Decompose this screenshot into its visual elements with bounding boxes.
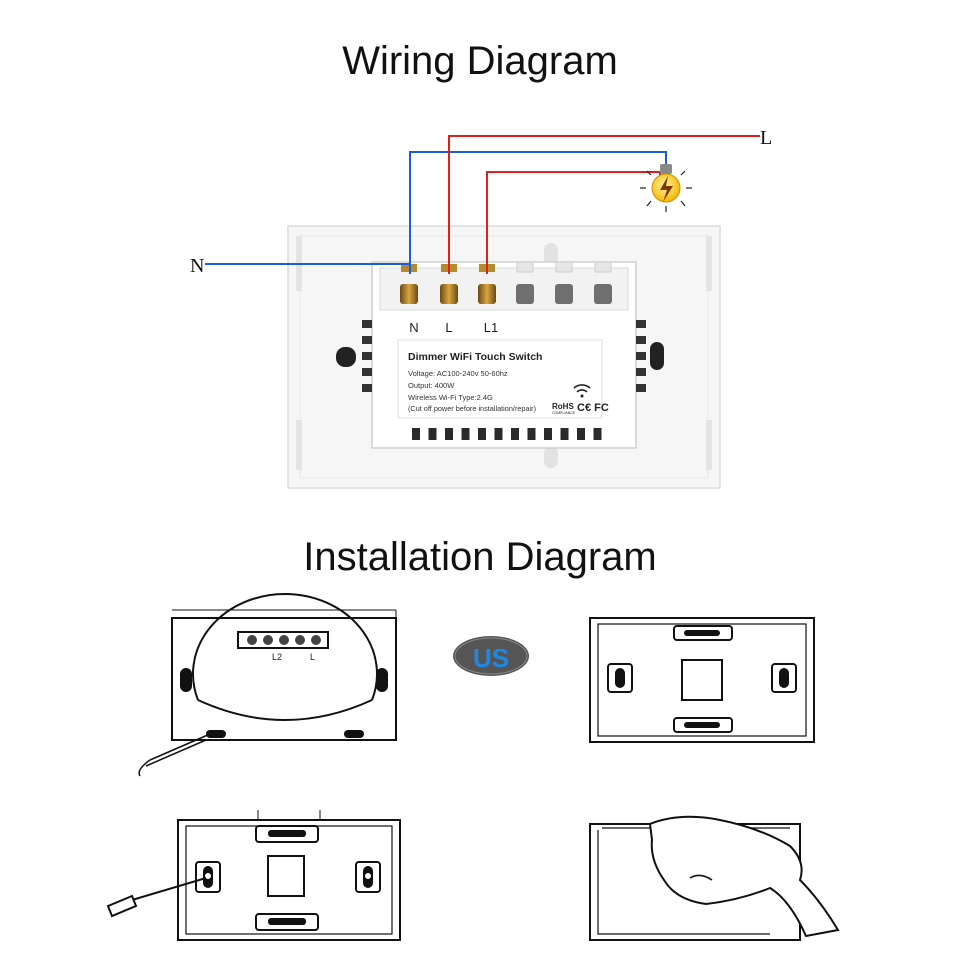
rohs-mark: RoHS xyxy=(552,402,574,411)
step1-terminal-l: L xyxy=(310,652,315,662)
terminal-label-l1: L1 xyxy=(484,320,498,335)
vent-slot xyxy=(461,428,470,440)
ce-fc-mark: C€ FC xyxy=(577,402,609,414)
rohs-compliance: COMPLIANCE xyxy=(552,411,576,415)
us-badge-text: US xyxy=(473,643,509,673)
vent-slot xyxy=(478,428,486,440)
step1-terminal-l2: L2 xyxy=(272,652,282,662)
line-label: L xyxy=(760,127,772,149)
output-spec: Output: 400W xyxy=(408,381,455,390)
vent-slot xyxy=(428,428,437,440)
light-bulb-icon xyxy=(640,164,692,212)
neutral-label: N xyxy=(190,255,204,277)
product-name: Dimmer WiFi Touch Switch xyxy=(408,351,542,363)
caution-text: (Cut off power before installation/repai… xyxy=(408,404,536,413)
neutral-wire-to-lamp xyxy=(409,151,667,264)
live-wire-to-l xyxy=(448,135,760,274)
vent-slot xyxy=(511,428,519,440)
vent-slot xyxy=(527,428,536,440)
wiring-diagram-title: Wiring Diagram xyxy=(342,39,618,83)
vent-slot xyxy=(544,428,552,440)
bottom-vent-slots xyxy=(412,428,602,440)
terminal-label-n: N xyxy=(409,320,418,335)
install-step-4-panel xyxy=(589,815,840,941)
install-step-3-frame xyxy=(106,810,401,941)
install-step-2-frame xyxy=(589,617,815,743)
wifi-icon xyxy=(573,384,591,398)
wireless-spec: Wireless Wi-Fi Type:2.4G xyxy=(408,393,493,402)
vent-slot xyxy=(560,428,569,440)
terminal-label-l: L xyxy=(445,320,452,335)
vent-slot xyxy=(445,428,453,440)
vent-slot xyxy=(412,428,420,440)
vent-slot xyxy=(494,428,503,440)
us-region-badge: US xyxy=(453,636,529,676)
vent-slot xyxy=(577,428,585,440)
voltage-spec: Voltage: AC100-240v 50-60hz xyxy=(408,369,508,378)
spec-label: Dimmer WiFi Touch Switch Voltage: AC100-… xyxy=(397,339,609,419)
vent-slot xyxy=(593,428,602,440)
installation-diagram-title: Installation Diagram xyxy=(303,535,657,579)
install-step-1-panel xyxy=(138,592,397,777)
